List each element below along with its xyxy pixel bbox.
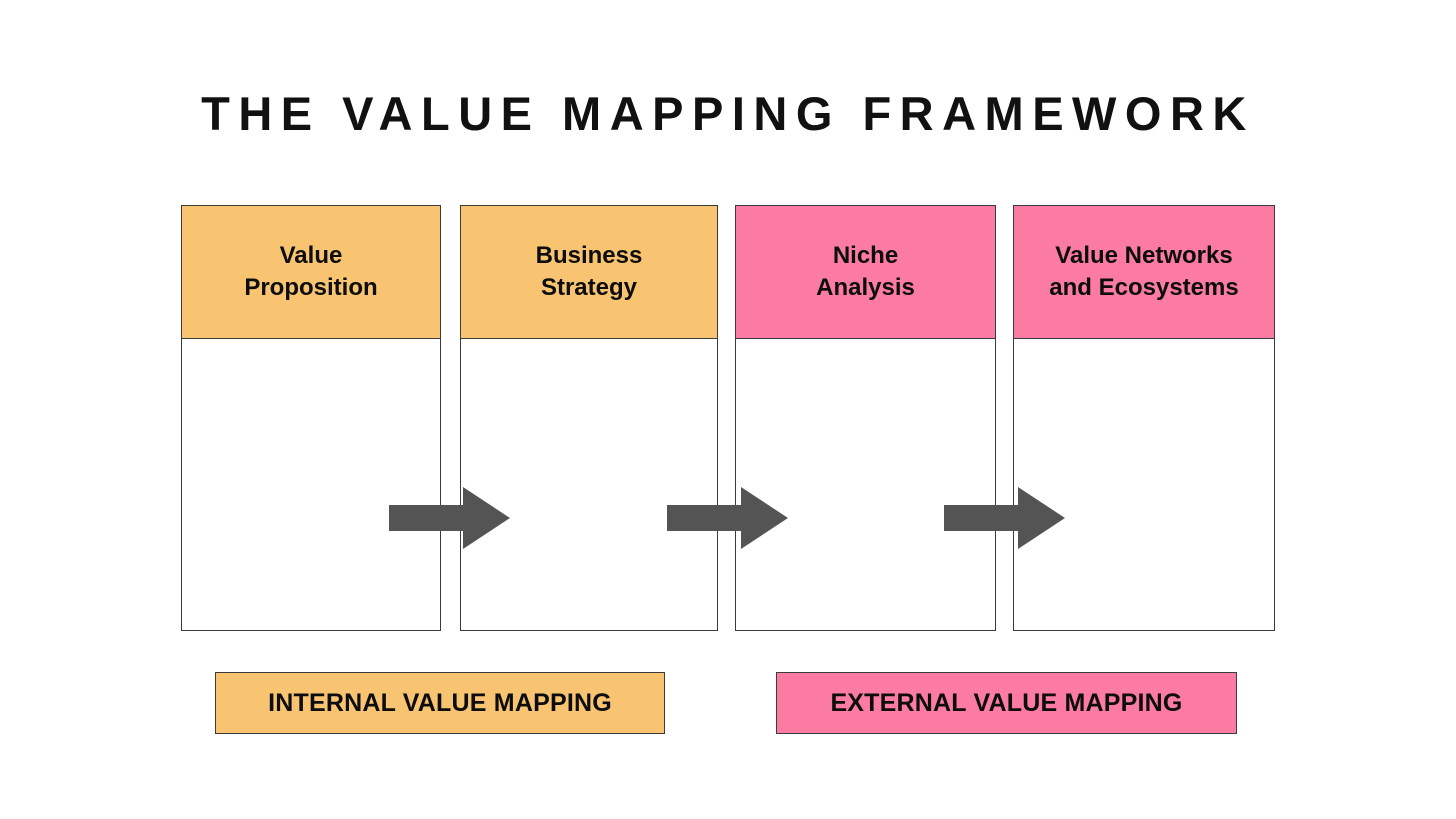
column-header-value-proposition: Value Proposition — [182, 206, 440, 339]
page-title: THE VALUE MAPPING FRAMEWORK — [201, 87, 1255, 140]
column-header-niche-analysis: Niche Analysis — [736, 206, 995, 339]
column-header-label: Value Proposition — [244, 242, 378, 301]
column-header-value-networks-and-ecosystems: Value Networks and Ecosystems — [1014, 206, 1274, 339]
column-header-label: Business Strategy — [535, 242, 643, 301]
column-header-label: Niche Analysis — [816, 242, 915, 301]
column-body-business-strategy — [461, 339, 717, 630]
column-header-label: Value Networks and Ecosystems — [1049, 242, 1239, 301]
column-body-niche-analysis — [736, 339, 995, 630]
legend-label: EXTERNAL VALUE MAPPING — [830, 688, 1183, 717]
column-body-value-proposition — [182, 339, 440, 630]
column-value-proposition: Value Proposition — [181, 205, 441, 631]
arrow-right-icon — [944, 487, 1065, 549]
column-value-networks-and-ecosystems: Value Networks and Ecosystems — [1013, 205, 1275, 631]
arrow-right-icon — [389, 487, 510, 549]
column-business-strategy: Business Strategy — [460, 205, 718, 631]
legend-label: INTERNAL VALUE MAPPING — [268, 688, 612, 717]
legend-external-value-mapping: EXTERNAL VALUE MAPPING — [776, 672, 1237, 734]
column-niche-analysis: Niche Analysis — [735, 205, 996, 631]
column-header-business-strategy: Business Strategy — [461, 206, 717, 339]
column-body-value-networks-and-ecosystems — [1014, 339, 1274, 630]
arrow-right-icon — [667, 487, 788, 549]
legend-internal-value-mapping: INTERNAL VALUE MAPPING — [215, 672, 665, 734]
